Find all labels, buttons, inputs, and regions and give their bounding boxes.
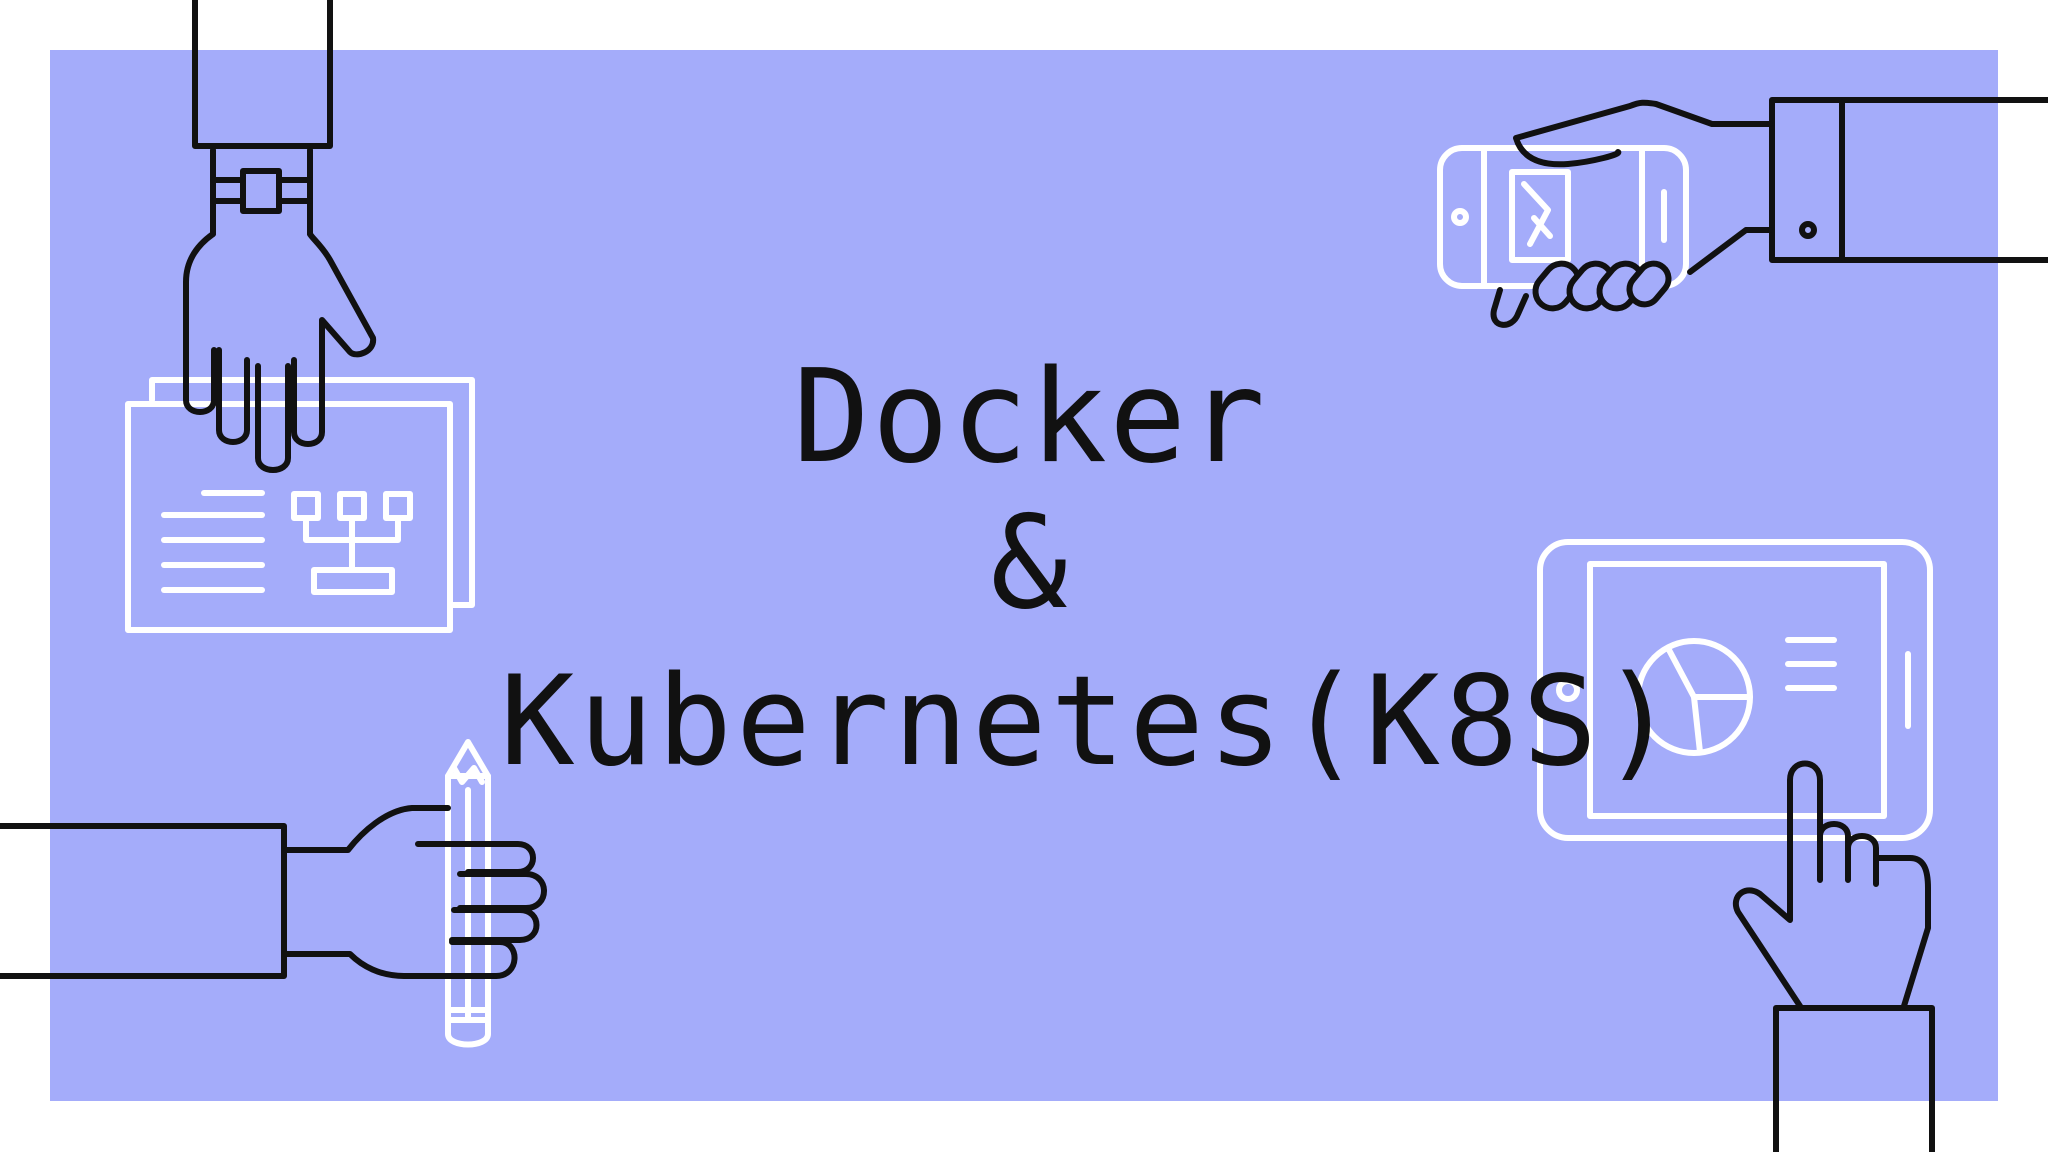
title-kubernetes: Kubernetes(K8S) [500, 650, 1680, 794]
title-docker: Docker [792, 343, 1268, 492]
pencil-icon [445, 739, 491, 1048]
tablet-pie-chart-icon [1537, 539, 1933, 841]
hand-with-watch-icon [183, 0, 377, 473]
hand-holding-phone-icon [1490, 97, 2048, 328]
background-panel [50, 50, 1998, 1101]
title-ampersand: & [990, 489, 1070, 638]
folder-document-icon [125, 377, 475, 633]
hand-holding-pencil-icon [0, 805, 547, 979]
title-block: Docker & Kubernetes(K8S) [500, 343, 1680, 810]
pointing-hand-icon [1733, 760, 1935, 1152]
